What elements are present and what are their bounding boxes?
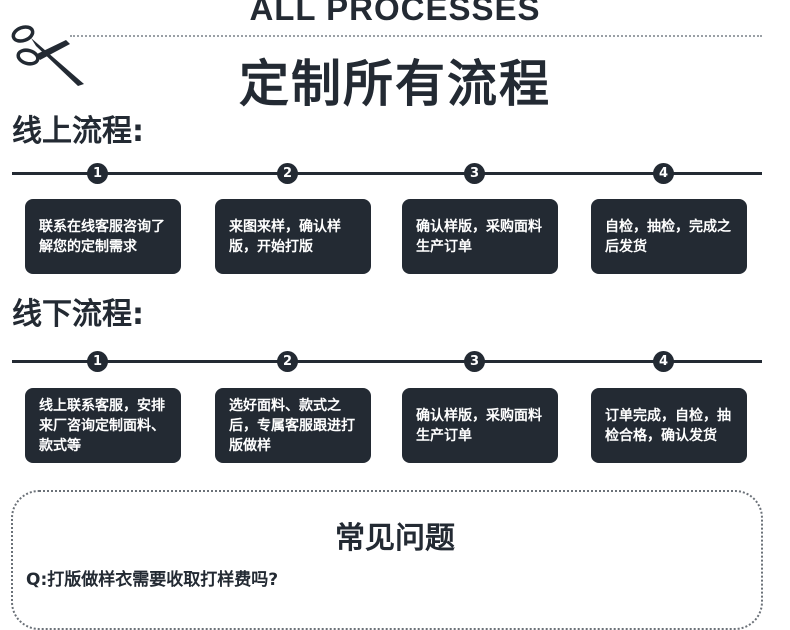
online-step-2-text: 来图来样，确认样版，开始打版	[229, 218, 341, 255]
online-step-2-box: 来图来样，确认样版，开始打版	[215, 199, 371, 274]
online-step-4-box: 自检，抽检，完成之后发货	[591, 199, 747, 274]
online-step-4-number: 4	[653, 163, 674, 184]
offline-timeline	[12, 360, 762, 363]
offline-step-2-text: 选好面料、款式之后，专属客服跟进打版做样	[229, 397, 355, 454]
offline-step-4-text: 订单完成，自检，抽检合格，确认发货	[605, 407, 731, 444]
online-step-3-box: 确认样版，采购面料生产订单	[402, 199, 558, 274]
offline-step-2-number: 2	[277, 351, 298, 372]
english-title: ALL PROCESSES	[249, 0, 541, 27]
online-step-4-text: 自检，抽检，完成之后发货	[605, 218, 731, 255]
offline-step-2-box: 选好面料、款式之后，专属客服跟进打版做样	[215, 388, 371, 463]
offline-step-1-number: 1	[87, 351, 108, 372]
faq-panel	[11, 490, 763, 630]
faq-question: Q:打版做样衣需要收取打样费吗?	[26, 570, 279, 590]
online-step-3-text: 确认样版，采购面料生产订单	[416, 218, 542, 255]
online-section-title: 线上流程:	[12, 114, 144, 149]
offline-step-3-box: 确认样版，采购面料生产订单	[402, 388, 558, 463]
title-dashed-rule	[70, 35, 762, 37]
offline-step-4-box: 订单完成，自检，抽检合格，确认发货	[591, 388, 747, 463]
offline-section-title: 线下流程:	[12, 297, 144, 332]
online-timeline	[12, 172, 762, 175]
faq-title: 常见问题	[335, 521, 455, 556]
scissors-icon	[11, 25, 84, 86]
online-step-1-box: 联系在线客服咨询了解您的定制需求	[25, 199, 181, 274]
page-title: 定制所有流程	[239, 55, 551, 113]
online-step-2-number: 2	[277, 163, 298, 184]
offline-step-4-number: 4	[653, 351, 674, 372]
offline-step-3-text: 确认样版，采购面料生产订单	[416, 407, 542, 444]
online-step-1-number: 1	[87, 163, 108, 184]
offline-step-1-text: 线上联系客服，安排来厂咨询定制面料、款式等	[39, 397, 165, 454]
offline-step-3-number: 3	[464, 351, 485, 372]
offline-step-1-box: 线上联系客服，安排来厂咨询定制面料、款式等	[25, 388, 181, 463]
online-step-1-text: 联系在线客服咨询了解您的定制需求	[39, 218, 165, 255]
online-step-3-number: 3	[464, 163, 485, 184]
